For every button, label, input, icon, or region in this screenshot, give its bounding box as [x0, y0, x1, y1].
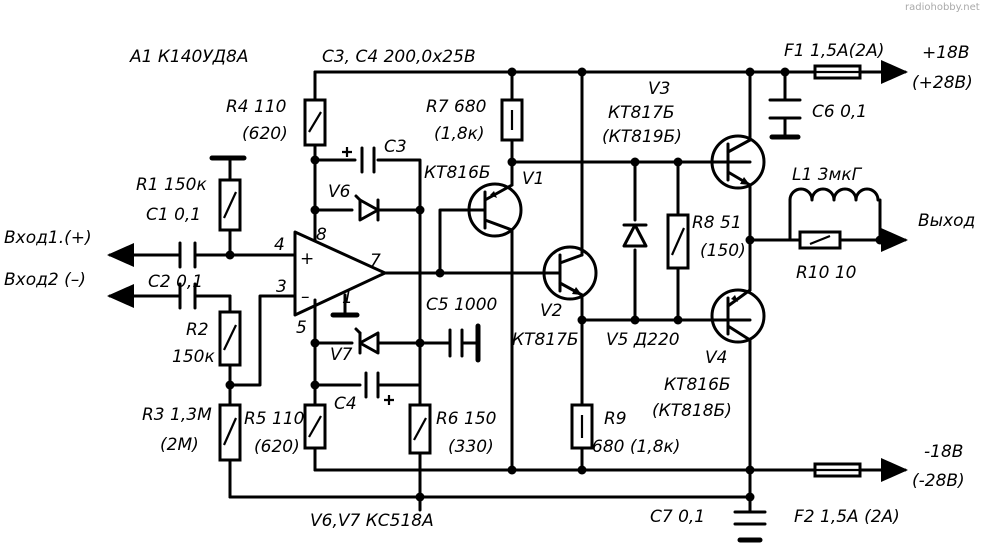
label-v3: V3 [648, 79, 670, 99]
label-pos-supply-alt: (+28В) [912, 73, 973, 93]
fuse-f2 [813, 462, 862, 478]
resistor-r5 [303, 403, 327, 450]
zener-diode-v6 [354, 194, 380, 222]
label-c1: C1 0,1 [146, 205, 201, 225]
label-c2: C2 0,1 [148, 272, 203, 292]
label-v2-type: КТ817Б [512, 330, 579, 350]
label-l1: L1 3мкГ [792, 165, 863, 185]
label-v6: V6 [328, 182, 351, 202]
label-r3-alt: (2М) [160, 435, 199, 455]
label-output: Выход [918, 211, 975, 231]
label-inverting-minus: – [301, 287, 310, 307]
label-r5-alt: (620) [254, 437, 300, 457]
label-c6: C6 0,1 [812, 102, 867, 122]
label-r6-alt: (330) [448, 437, 494, 457]
diode-v5 [622, 223, 648, 248]
fuse-f1 [813, 64, 862, 80]
resistor-r8 [666, 213, 690, 270]
capacitor-c1 [178, 241, 197, 269]
label-v3-type: КТ817Б [608, 103, 675, 123]
label-r2: R2 [186, 320, 209, 340]
label-r8-alt: (150) [700, 241, 746, 261]
label-f2: F2 1,5А (2А) [794, 507, 900, 527]
label-r6: R6 150 [436, 409, 496, 429]
transistor-v1 [467, 182, 523, 238]
zener-diode-v7 [354, 327, 380, 355]
label-r9: R9 [604, 409, 627, 429]
label-pin5: 5 [296, 318, 307, 338]
capacitor-c7 [733, 510, 767, 543]
label-v4-type: КТ816Б [664, 375, 731, 395]
resistor-r7 [500, 98, 524, 142]
label-r3: R3 1,3М [142, 405, 212, 425]
label-pin7: 7 [370, 251, 381, 271]
resistor-r3 [218, 403, 242, 462]
label-c7: C7 0,1 [650, 507, 705, 527]
capacitor-c2 [178, 282, 197, 310]
label-input2: Вход2 (–) [4, 270, 86, 290]
label-r2-val: 150к [172, 347, 215, 367]
inductor-l1 [788, 187, 880, 202]
label-r8: R8 51 [692, 213, 742, 233]
resistor-r9 [570, 403, 594, 450]
resistor-r10 [798, 230, 842, 250]
capacitor-c5 [448, 323, 481, 363]
label-r7: R7 680 [426, 97, 486, 117]
label-pin8: 8 [316, 225, 327, 245]
label-v6v7: V6,V7 КС518А [310, 511, 434, 531]
label-r5: R5 110 [244, 409, 304, 429]
transistor-v4 [710, 288, 766, 344]
label-v3-alt: (КТ819Б) [602, 127, 682, 147]
label-input1: Вход1.(+) [4, 228, 92, 248]
label-v5: V5 Д220 [606, 330, 680, 350]
label-r9-val: 680 (1,8к) [592, 437, 680, 457]
label-c3: C3 [384, 137, 407, 157]
label-pos-supply: +18В [922, 43, 970, 63]
label-v2: V2 [540, 301, 562, 321]
label-r4: R4 110 [226, 97, 286, 117]
label-v1-type: КТ816Б [424, 163, 491, 183]
transistor-v2 [542, 245, 598, 301]
label-noninverting-plus: + [300, 249, 314, 269]
label-pin4: 4 [274, 235, 285, 255]
label-f1: F1 1,5А(2А) [784, 41, 884, 61]
label-v7: V7 [330, 345, 353, 365]
capacitor-c6 [768, 98, 802, 140]
label-neg-supply: -18В [924, 442, 963, 462]
resistor-r1 [209, 155, 247, 232]
label-c4: C4 [334, 394, 357, 414]
capacitor-c3 [342, 146, 376, 174]
label-pin1: 1 [342, 288, 353, 308]
capacitor-c4 [364, 371, 394, 405]
label-r4-alt: (620) [242, 124, 288, 144]
label-v4-alt: (КТ818Б) [652, 401, 732, 421]
label-pin3: 3 [276, 277, 287, 297]
label-c3c4: C3, C4 200,0х25В [322, 47, 476, 67]
resistor-r4 [303, 98, 327, 147]
junction-dots [225, 67, 885, 502]
wires [107, 60, 908, 514]
label-r1: R1 150к [136, 175, 207, 195]
resistor-r6 [408, 403, 432, 455]
label-v1: V1 [522, 169, 544, 189]
op-amp-a1 [293, 230, 387, 317]
resistor-r2 [218, 310, 242, 367]
label-r10: R10 10 [796, 263, 856, 283]
transistor-v3 [710, 134, 766, 190]
label-neg-supply-alt: (-28В) [912, 471, 965, 491]
label-a1: A1 К140УД8А [129, 47, 248, 67]
label-r7-alt: (1,8к) [434, 124, 485, 144]
label-v4: V4 [705, 348, 727, 368]
watermark: radiohobby.net [905, 2, 980, 13]
text-labels: A1 К140УД8А C3, C4 200,0х25В R4 110 (620… [4, 41, 975, 531]
label-c5: C5 1000 [426, 295, 497, 315]
